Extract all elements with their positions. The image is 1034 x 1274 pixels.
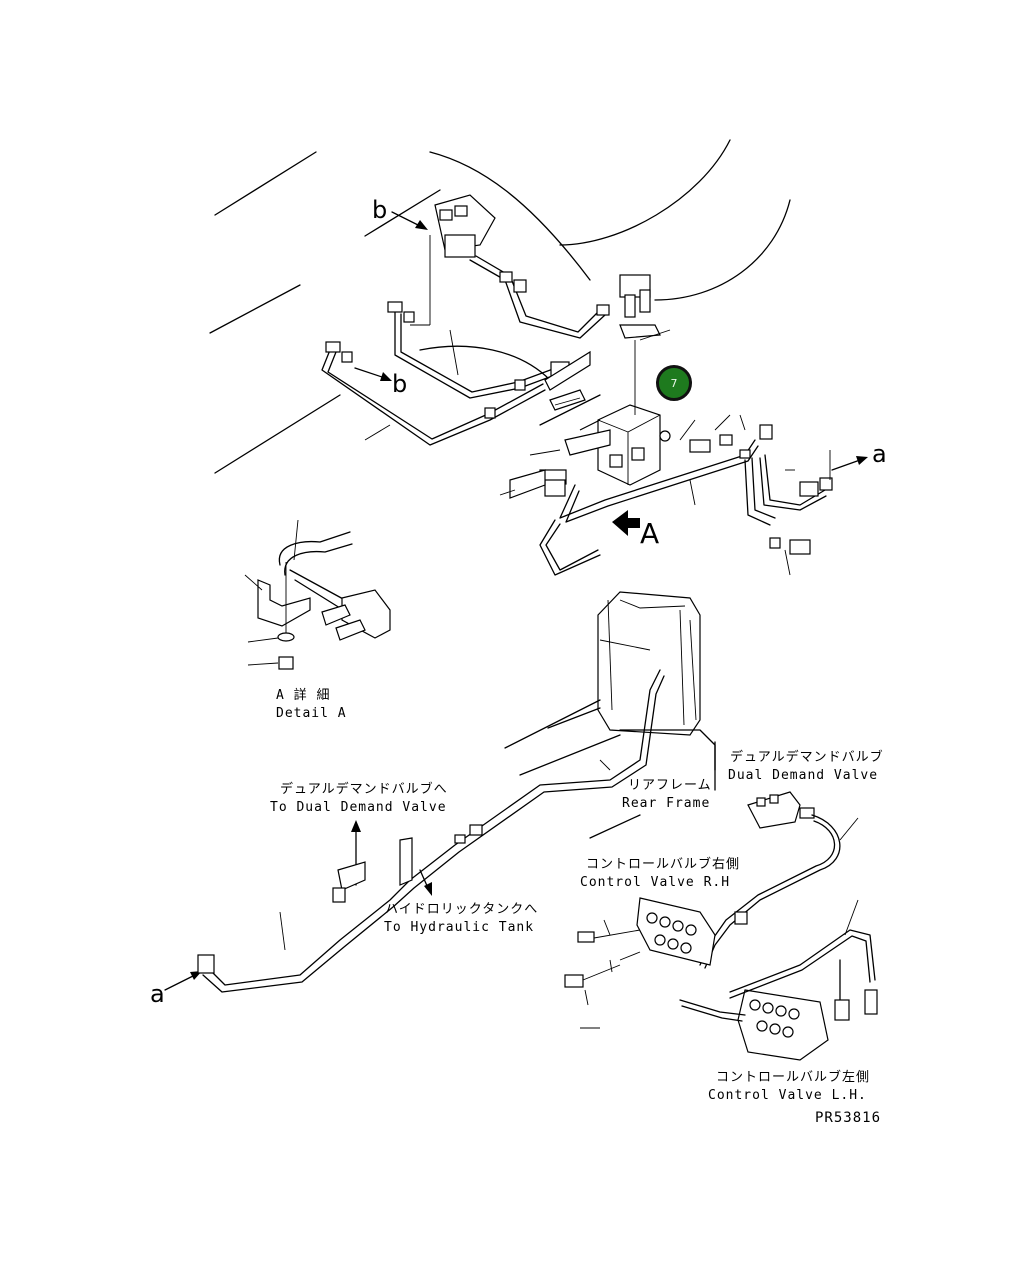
upper-pipes xyxy=(321,255,827,576)
rear-frame-label-jp: リアフレーム xyxy=(628,778,712,793)
control-valve-rh-label-jp: コントロールバルブ右側 xyxy=(586,857,741,872)
to-hydraulic-tank-label-en: To Hydraulic Tank xyxy=(384,920,535,935)
detail-a-label-jp: A 詳 細 xyxy=(276,688,331,703)
marker-b-middle: b xyxy=(392,370,408,398)
dual-demand-valve-label-en: Dual Demand Valve xyxy=(728,768,879,783)
to-dual-demand-label-jp: デュアルデマンドバルブへ xyxy=(280,782,448,797)
marker-b-top: b xyxy=(372,196,388,224)
dual-demand-valve-label-jp: デュアルデマンドバルブ xyxy=(730,750,884,765)
part-callout-7[interactable]: 7 xyxy=(656,365,692,401)
upper-valve-block xyxy=(434,194,661,339)
main-return-pipe xyxy=(197,669,665,993)
control-valve-lh-label-jp: コントロールバルブ左側 xyxy=(716,1070,871,1085)
upper-fittings xyxy=(325,271,833,555)
rear-frame-label-en: Rear Frame xyxy=(622,796,711,811)
marker-a-left: a xyxy=(150,980,165,1008)
control-valve-lh xyxy=(580,899,878,1061)
leader-lines-upper xyxy=(364,235,831,576)
drawing-number: PR53816 xyxy=(815,1110,882,1126)
rear-frame-tank xyxy=(504,591,716,839)
to-dual-demand-label-en: To Dual Demand Valve xyxy=(270,800,447,815)
marker-view-a: A xyxy=(640,517,660,550)
control-valve-rh-label-en: Control Valve R.H xyxy=(580,875,731,890)
central-valve-block xyxy=(509,350,733,499)
to-hydraulic-tank-label-jp: ハイドロリックタンクへ xyxy=(385,902,539,917)
detail-a-illustration xyxy=(244,519,391,670)
dual-demand-valve xyxy=(699,791,859,969)
frame-outline-lines xyxy=(209,139,791,474)
control-valve-lh-label-en: Control Valve L.H. xyxy=(708,1088,867,1103)
control-valve-rh xyxy=(564,897,716,1006)
marker-a-right: a xyxy=(872,440,887,468)
detail-a-label-en: Detail A xyxy=(276,706,347,721)
